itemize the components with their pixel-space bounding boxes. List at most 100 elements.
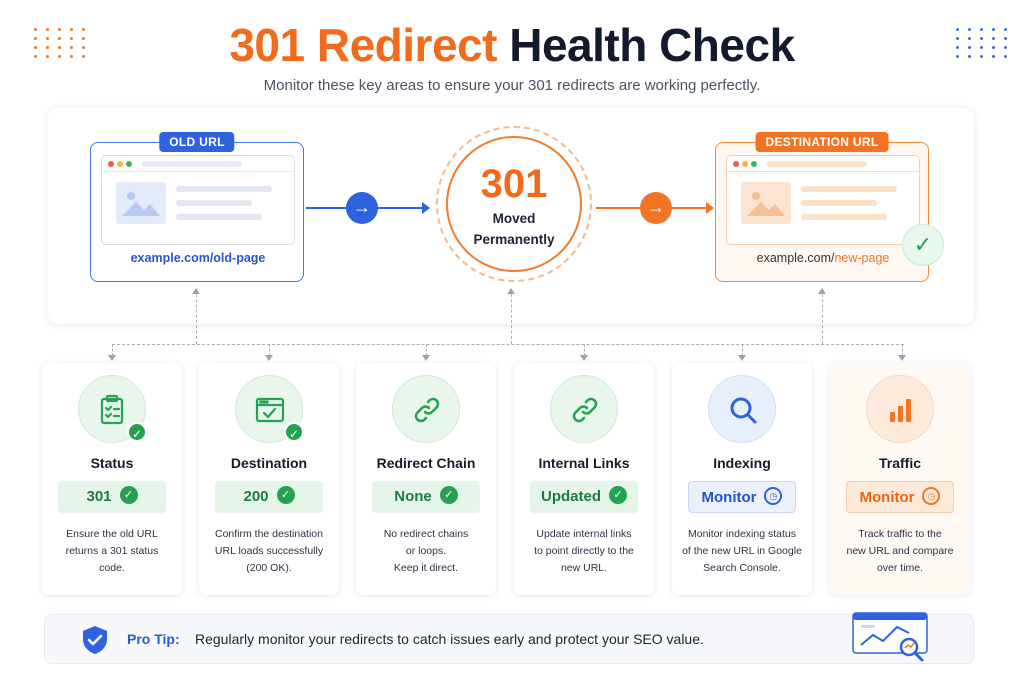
status-card: ✓ Status 301 ✓ Ensure the old URL returns…: [42, 363, 182, 595]
destination-card: ✓ Destination 200✓ Confirm the destinati…: [199, 363, 339, 595]
title-main: Health Check: [509, 19, 795, 71]
url-highlight: new-page: [834, 251, 890, 265]
desc-line: returns a 301 status: [65, 545, 159, 557]
check-icon: ✓: [276, 486, 295, 505]
card-title: Destination: [230, 455, 308, 471]
card-value: Monitor: [701, 489, 757, 506]
connector-arrow: [422, 355, 430, 361]
card-description: Monitor indexing status of the new URL i…: [682, 526, 802, 577]
arrow-right-icon: →: [346, 192, 378, 224]
browser-check-icon: ✓: [235, 375, 304, 443]
card-title: Status: [90, 455, 134, 471]
indexing-card: Indexing Monitor ◷ Monitor indexing statu…: [672, 363, 812, 595]
card-value: Updated: [541, 488, 601, 505]
connector-line: [196, 294, 197, 344]
flow-arrowhead-right: [706, 202, 714, 214]
decorative-dots-left: [34, 28, 88, 58]
shield-check-icon: [83, 626, 107, 654]
check-icon: ✓: [119, 486, 138, 505]
image-placeholder-icon: [741, 182, 791, 224]
connector-line: [584, 344, 585, 356]
desc-line: Monitor indexing status: [688, 528, 796, 540]
analytics-magnifier-icon: [852, 612, 928, 662]
desc-line: (200 OK).: [246, 562, 292, 574]
desc-line: Confirm the destination: [215, 528, 323, 540]
center-label-line2: Permanently: [473, 232, 555, 247]
card-description: No redirect chains or loops. Keep it dir…: [366, 526, 486, 577]
desc-line: URL loads successfully: [214, 545, 324, 557]
desc-line: to point directly to the: [534, 545, 634, 557]
old-url-tag: OLD URL: [159, 132, 235, 152]
check-icon: ✓: [284, 422, 304, 442]
magnifier-icon: [708, 375, 776, 443]
desc-line: Search Console.: [703, 562, 781, 574]
check-icon: ✓: [902, 224, 944, 266]
desc-line: Ensure the old URL: [66, 528, 158, 540]
url-prefix: example.com/: [756, 251, 835, 265]
connector-line: [511, 294, 512, 344]
connector-arrow: [507, 288, 515, 294]
center-code: 301: [480, 162, 548, 206]
card-value: Monitor: [859, 489, 915, 506]
card-title: Indexing: [713, 455, 771, 471]
check-icon: ✓: [127, 422, 147, 442]
connector-arrow: [108, 355, 116, 361]
connector-arrow: [192, 288, 200, 294]
redirect-chain-card: Redirect Chain None✓ No redirect chains …: [356, 363, 496, 595]
desc-line: No redirect chains: [383, 528, 469, 540]
connector-line: [426, 344, 427, 356]
clipboard-check-icon: ✓: [78, 375, 147, 443]
desc-line: code.: [99, 562, 125, 574]
old-url-card: OLD URL example.com/old-page: [90, 132, 304, 282]
desc-line: new URL.: [560, 562, 608, 574]
connector-arrow: [580, 355, 588, 361]
connector-line: [269, 344, 270, 356]
check-icon: ✓: [439, 486, 458, 505]
connector-arrow: [265, 355, 273, 361]
card-description: Confirm the destination URL loads succes…: [209, 526, 329, 577]
redirect-chain-value-pill: None✓: [372, 481, 480, 513]
check-icon: ✓: [609, 486, 627, 505]
connector-line: [902, 344, 903, 356]
connector-arrow: [738, 355, 746, 361]
arrow-right-icon: →: [640, 192, 672, 224]
browser-mockup-icon: [101, 155, 295, 245]
desc-line: Update internal links: [536, 528, 632, 540]
center-label-line1: Moved: [492, 211, 536, 226]
traffic-value-pill: Monitor◷: [846, 481, 954, 513]
browser-mockup-icon: [726, 155, 920, 245]
card-value: 301: [86, 488, 112, 505]
internal-links-card: Internal Links Updated ✓ Update internal …: [514, 363, 654, 595]
card-title: Traffic: [878, 455, 921, 471]
connector-line: [112, 344, 904, 345]
desc-line: of the new URL in Google: [682, 545, 802, 557]
destination-url-card: DESTINATION URL example.com/new-page: [715, 132, 929, 282]
traffic-card: Traffic Monitor◷ Track traffic to the ne…: [830, 363, 970, 595]
desc-line: Keep it direct.: [393, 562, 459, 574]
old-url-text: example.com/old-page: [130, 251, 266, 265]
clock-icon: ◷: [764, 487, 783, 506]
connector-arrow: [898, 355, 906, 361]
card-description: Track traffic to the new URL and compare…: [840, 526, 960, 577]
indexing-value-pill: Monitor ◷: [688, 481, 796, 513]
card-description: Ensure the old URL returns a 301 status …: [52, 526, 172, 577]
desc-line: new URL and compare: [846, 545, 954, 557]
image-placeholder-icon: [116, 182, 166, 224]
status-value-pill: 301 ✓: [58, 481, 166, 513]
pro-tip-text: Regularly monitor your redirects to catc…: [195, 631, 704, 647]
card-title: Redirect Chain: [376, 455, 476, 471]
destination-value-pill: 200✓: [215, 481, 323, 513]
pro-tip-label: Pro Tip:: [127, 631, 180, 647]
decorative-dots-right: [956, 28, 1010, 58]
card-description: Update internal links to point directly …: [524, 526, 644, 577]
pro-tip-banner: Pro Tip: Regularly monitor your redirect…: [44, 612, 974, 664]
desc-line: or loops.: [405, 545, 447, 557]
title-accent: 301 Redirect: [229, 19, 497, 71]
connector-line: [112, 344, 113, 356]
connector-line: [742, 344, 743, 356]
page-subtitle: Monitor these key areas to ensure your 3…: [263, 77, 761, 94]
desc-line: Track traffic to the: [858, 528, 942, 540]
card-title: Internal Links: [538, 455, 630, 471]
bar-chart-icon: [866, 375, 934, 443]
connector-line: [822, 294, 823, 344]
